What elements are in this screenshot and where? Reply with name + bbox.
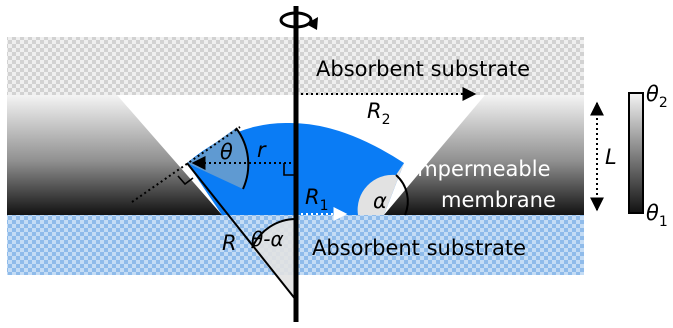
membrane-label-line1: Impermeable: [411, 157, 551, 181]
R2-label: R2: [367, 99, 391, 128]
theta-alpha-arc: [251, 218, 297, 249]
axis-right-angle-mark: [283, 163, 296, 176]
bottom-substrate-label: Absorbent substrate: [312, 236, 526, 260]
r-label: r: [257, 138, 267, 162]
alpha-arc: [395, 174, 409, 216]
theta2-label: θ2: [646, 82, 668, 111]
alpha-label: α: [373, 189, 387, 213]
theta-alpha-angle-region: [252, 219, 296, 300]
L-label: L: [605, 145, 617, 169]
alpha-angle-region: [357, 163, 404, 215]
top-substrate-label: Absorbent substrate: [316, 57, 530, 81]
rotation-arrow-icon: [279, 11, 318, 30]
radius-R-line: [186, 162, 297, 301]
right-angle-mark: [177, 175, 194, 186]
R-label: R: [222, 231, 237, 255]
theta-arc: [235, 127, 250, 190]
tangent-line: [131, 126, 241, 203]
membrane-label-line2: membrane: [441, 188, 556, 212]
R1-label: R1: [305, 185, 329, 214]
theta1-label: θ1: [646, 201, 668, 230]
theta-label: θ: [220, 140, 233, 164]
theta-minus-alpha-label: θ-α: [251, 227, 284, 251]
theta-angle-region: [187, 128, 249, 189]
gradient-scale-bar: [628, 92, 644, 214]
